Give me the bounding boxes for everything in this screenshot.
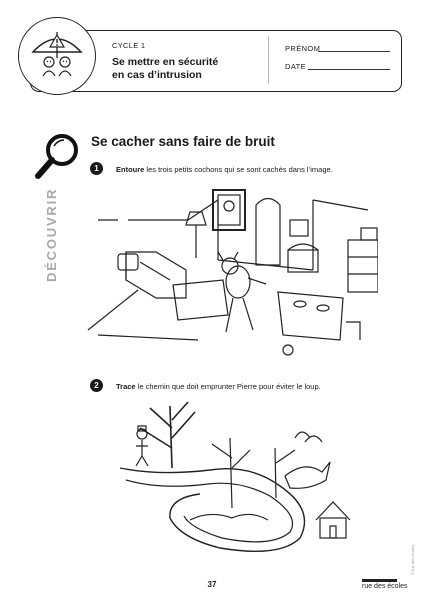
- landscape-illustration[interactable]: [100, 398, 370, 558]
- title-line-1: Se mettre en sécurité: [112, 56, 219, 68]
- children-umbrella-icon: [31, 32, 83, 77]
- copyright: © rue des écoles: [408, 530, 418, 590]
- exercise-2-text: le chemin que doit emprunter Pierre pour…: [135, 382, 321, 391]
- exercise-1-number: 1: [90, 162, 103, 175]
- title-line-2: en cas d’intrusion: [112, 69, 202, 81]
- exercise-1-text: les trois petits cochons qui se sont cac…: [144, 165, 333, 174]
- exercise-1-instruction: Entoure les trois petits cochons qui se …: [116, 165, 333, 174]
- header-divider: [268, 36, 269, 84]
- cycle-label: CYCLE 1: [112, 41, 146, 50]
- exercise-1-verb: Entoure: [116, 165, 145, 174]
- section-tab: DÉCOUVRIR: [44, 187, 60, 282]
- exercise-2-verb: Trace: [116, 382, 136, 391]
- prenom-label: PRÉNOM: [285, 44, 321, 53]
- exercise-2-instruction: Trace le chemin que doit emprunter Pierr…: [116, 382, 321, 391]
- logo-emblem: [18, 17, 96, 95]
- page-number: 37: [207, 580, 217, 589]
- room-illustration[interactable]: [78, 180, 378, 365]
- exercise-2-number: 2: [90, 379, 103, 392]
- section-title: Se cacher sans faire de bruit: [91, 134, 275, 149]
- magnifier-icon: [35, 134, 78, 179]
- publisher-name: rue des écoles: [362, 583, 408, 590]
- worksheet-title: Se mettre en sécurité en cas d’intrusion: [112, 56, 262, 82]
- section-tab-label: DÉCOUVRIR: [44, 187, 59, 282]
- date-label: DATE: [285, 62, 307, 71]
- publisher-bar: [362, 579, 397, 582]
- copyright-text: © rue des écoles: [410, 544, 415, 576]
- date-field[interactable]: [308, 69, 390, 70]
- prenom-field[interactable]: [318, 51, 390, 52]
